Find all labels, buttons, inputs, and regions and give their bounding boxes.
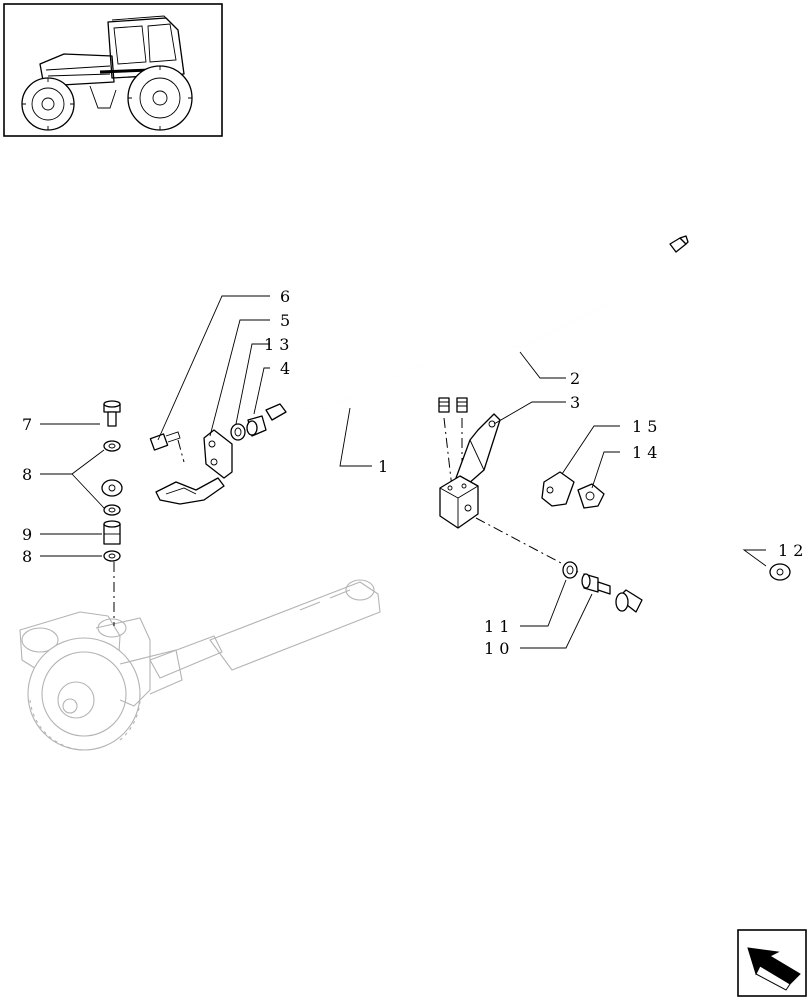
callout-5: 5: [280, 311, 290, 330]
bracket-15[interactable]: [541, 471, 575, 507]
fitting-9[interactable]: [103, 520, 121, 545]
brake-pipe-2[interactable]: [456, 235, 689, 413]
union-10[interactable]: [581, 573, 611, 595]
callout-8-upper: 8: [22, 465, 32, 484]
next-page-arrow-icon[interactable]: [737, 929, 807, 997]
washer-8-bottom[interactable]: [103, 550, 121, 562]
callout-9: 9: [22, 525, 32, 544]
assembly-centre-lines: [113, 417, 579, 626]
callout-1: 1: [378, 457, 388, 476]
callout-10: 1 0: [484, 639, 509, 658]
clamp-14[interactable]: [577, 483, 605, 509]
tractor-thumbnail-icon[interactable]: [3, 3, 223, 137]
callout-8-lower: 8: [22, 547, 32, 566]
callout-6: 6: [280, 287, 290, 306]
callout-4: 4: [280, 359, 290, 378]
callout-14: 1 4: [632, 443, 657, 462]
bracket-3[interactable]: [455, 413, 501, 485]
callout-3: 3: [570, 393, 580, 412]
callout-15: 1 5: [632, 417, 657, 436]
steering-cylinder-ghost: [149, 579, 381, 679]
union-4[interactable]: [246, 403, 287, 437]
bracket-5[interactable]: [155, 429, 233, 505]
callout-13: 1 3: [264, 335, 289, 354]
washer-13[interactable]: [230, 423, 246, 441]
brake-pipe-1[interactable]: [283, 361, 450, 414]
callout-12: 1 2: [778, 541, 803, 560]
washer-8-upper[interactable]: [103, 440, 121, 452]
washer-8-lower[interactable]: [103, 504, 121, 516]
callout-2: 2: [570, 369, 580, 388]
brake-hose-12[interactable]: [615, 562, 791, 629]
distributor-block[interactable]: [439, 475, 479, 529]
leader-lines: [40, 295, 767, 649]
banjo-hose-6[interactable]: [101, 431, 181, 497]
axle-housing-ghost: [19, 611, 183, 751]
washer-11[interactable]: [562, 561, 578, 579]
bolt-7[interactable]: [103, 400, 121, 427]
callout-11: 1 1: [484, 617, 509, 636]
callout-7: 7: [22, 415, 32, 434]
